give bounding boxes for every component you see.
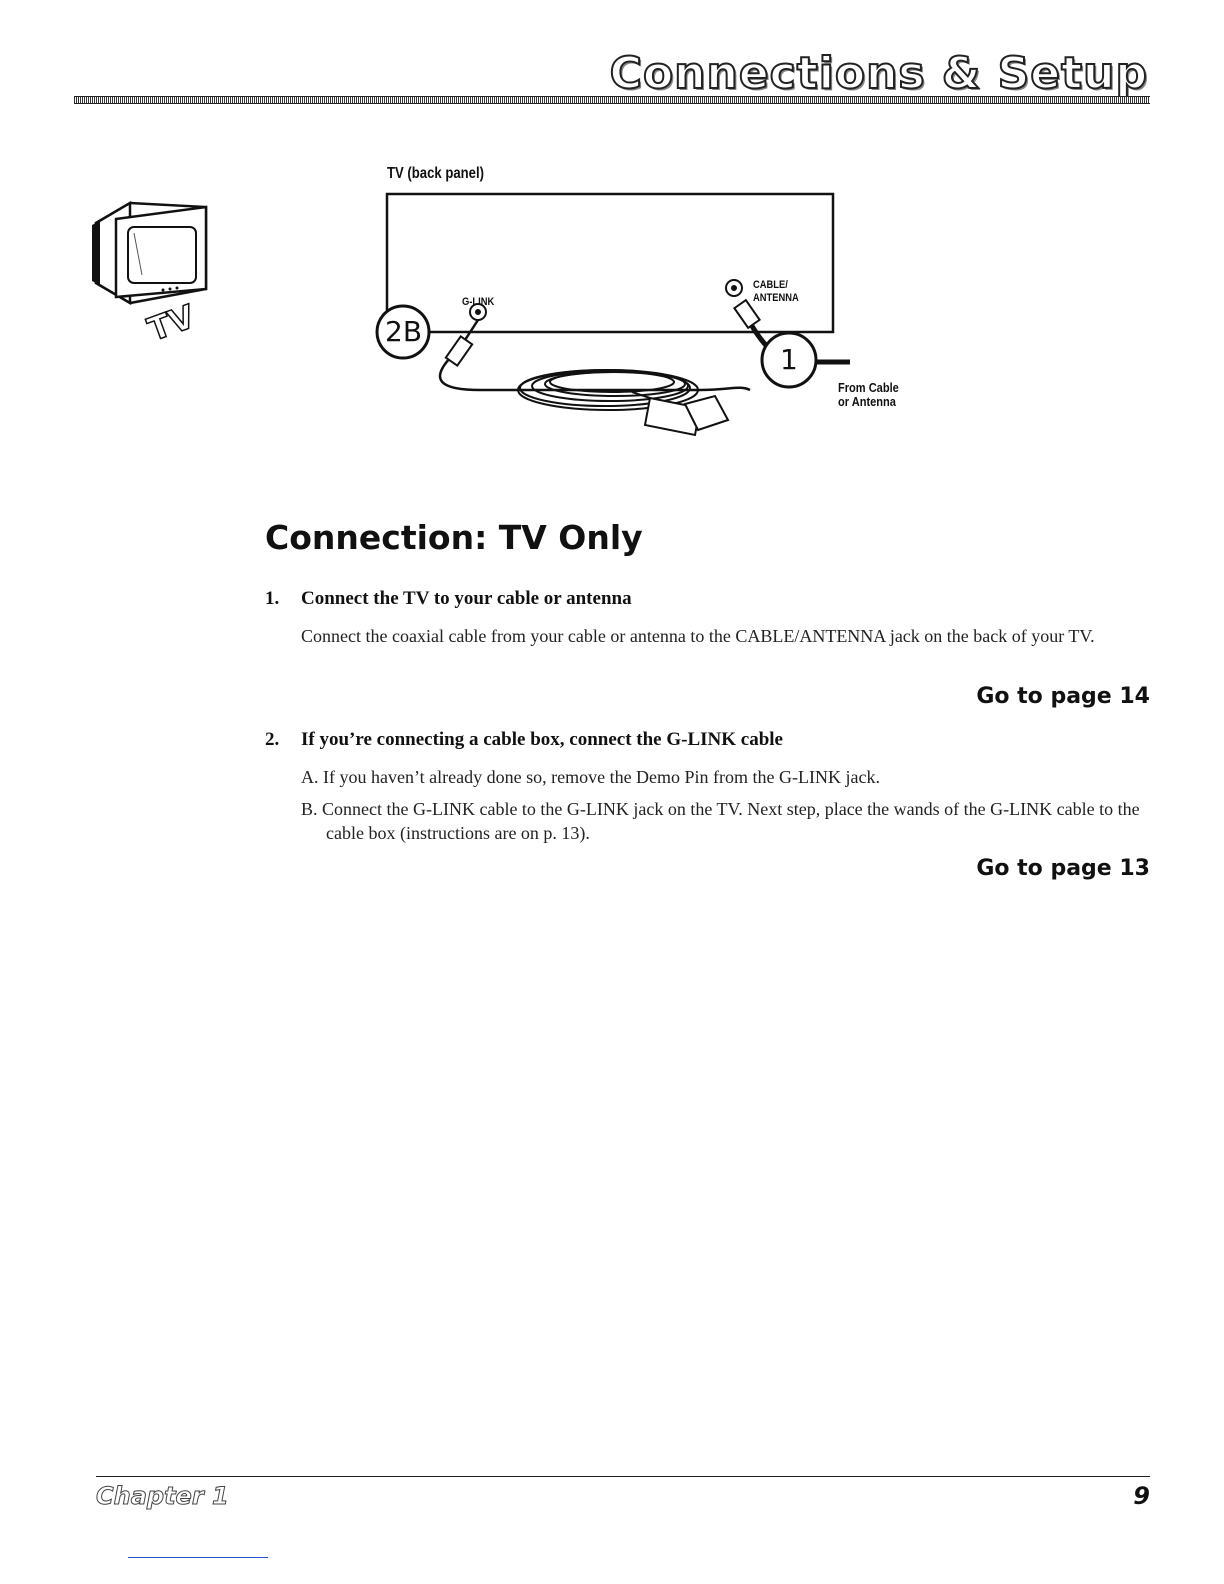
section-heading: Connection: TV Only bbox=[265, 518, 643, 557]
coiled-cable-icon bbox=[517, 369, 699, 411]
tv-icon bbox=[92, 200, 208, 306]
footer-chapter: Chapter 1 bbox=[96, 1482, 230, 1511]
from-cable-label: From Cable or Antenna bbox=[838, 381, 899, 409]
step-2-number: 2. bbox=[265, 729, 280, 750]
callout-2b: 2B bbox=[385, 315, 423, 348]
step-2-item-a: A. If you haven’t already done so, remov… bbox=[301, 767, 880, 787]
footer-page-number: 9 bbox=[1133, 1482, 1150, 1510]
step-1-title-text: Connect the TV to your cable or antenna bbox=[301, 588, 632, 609]
goto-page-13-link[interactable]: Go to page 13 bbox=[976, 856, 1150, 881]
step-2-title: 2. If you’re connecting a cable box, conn… bbox=[265, 729, 783, 751]
step-1-number: 1. bbox=[265, 588, 280, 609]
cable-antenna-label-2: ANTENNA bbox=[753, 292, 799, 304]
header-rule bbox=[74, 96, 1150, 104]
step-2-title-text: If you’re connecting a cable box, connec… bbox=[301, 729, 783, 750]
goto-page-14-link[interactable]: Go to page 14 bbox=[976, 684, 1150, 709]
from-cable-line-1: From Cable bbox=[838, 380, 899, 395]
cable-antenna-label-1: CABLE/ bbox=[753, 279, 788, 291]
bottom-link-underline bbox=[128, 1557, 268, 1558]
step-2-item-b: B. Connect the G-LINK cable to the G-LIN… bbox=[301, 799, 1140, 843]
step-1-body: Connect the coaxial cable from your cabl… bbox=[301, 626, 1095, 646]
callout-1: 1 bbox=[780, 343, 798, 376]
step-1-title: 1. Connect the TV to your cable or antenn… bbox=[265, 588, 632, 610]
footer-rule bbox=[96, 1476, 1150, 1477]
from-cable-line-2: or Antenna bbox=[838, 394, 896, 409]
back-panel-caption: TV (back panel) bbox=[387, 165, 484, 182]
glink-label: G-LINK bbox=[462, 296, 495, 308]
connection-diagram bbox=[375, 192, 850, 437]
page-header-title: Connections & Setup bbox=[609, 47, 1148, 100]
cable-antenna-jack-icon bbox=[725, 279, 743, 297]
